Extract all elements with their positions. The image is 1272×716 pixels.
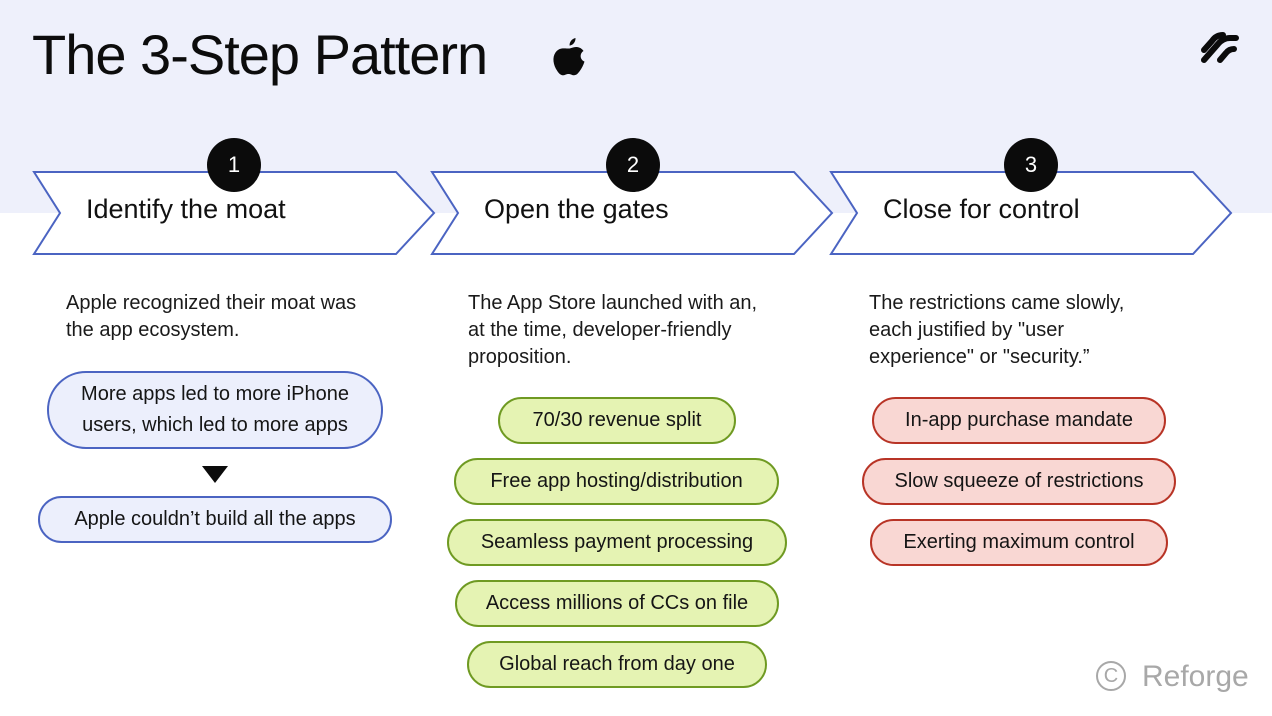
page-title: The 3-Step Pattern	[32, 23, 488, 86]
apple-limitation-pill: Apple couldn’t build all the apps	[38, 496, 392, 543]
restriction-pill: In-app purchase mandate	[872, 397, 1166, 444]
step-1-chevron: Identify the moat	[32, 170, 437, 256]
triangle-down-icon	[202, 466, 228, 483]
reforge-mark-icon	[1201, 32, 1239, 63]
restriction-pill: Exerting maximum control	[870, 519, 1168, 566]
moat-loop-pill: More apps led to more iPhone users, whic…	[47, 371, 383, 449]
benefit-pill: 70/30 revenue split	[498, 397, 736, 444]
benefit-pill: Free app hosting/distribution	[454, 458, 779, 505]
step-3-label: Close for control	[883, 194, 1080, 224]
step-2-label: Open the gates	[484, 194, 669, 224]
step-3-number: 3	[1004, 138, 1058, 192]
copyright-icon: C	[1096, 661, 1126, 691]
step-1-description: Apple recognized their moat was the app …	[66, 292, 357, 341]
step-1-number: 1	[207, 138, 261, 192]
step-3-description: The restrictions came slowly, each justi…	[869, 292, 1125, 368]
apple-logo-icon	[553, 38, 585, 76]
benefit-pill: Seamless payment processing	[447, 519, 787, 566]
benefit-pill: Access millions of CCs on file	[455, 580, 779, 627]
restriction-pill: Slow squeeze of restrictions	[862, 458, 1176, 505]
benefit-pill: Global reach from day one	[467, 641, 767, 688]
step-2-chevron: Open the gates	[430, 170, 835, 256]
step-3-chevron: Close for control	[829, 170, 1234, 256]
step-2-description: The App Store launched with an, at the t…	[468, 292, 758, 368]
brand-watermark: Reforge	[1142, 660, 1249, 693]
step-1-label: Identify the moat	[86, 194, 286, 224]
step-2-number: 2	[606, 138, 660, 192]
